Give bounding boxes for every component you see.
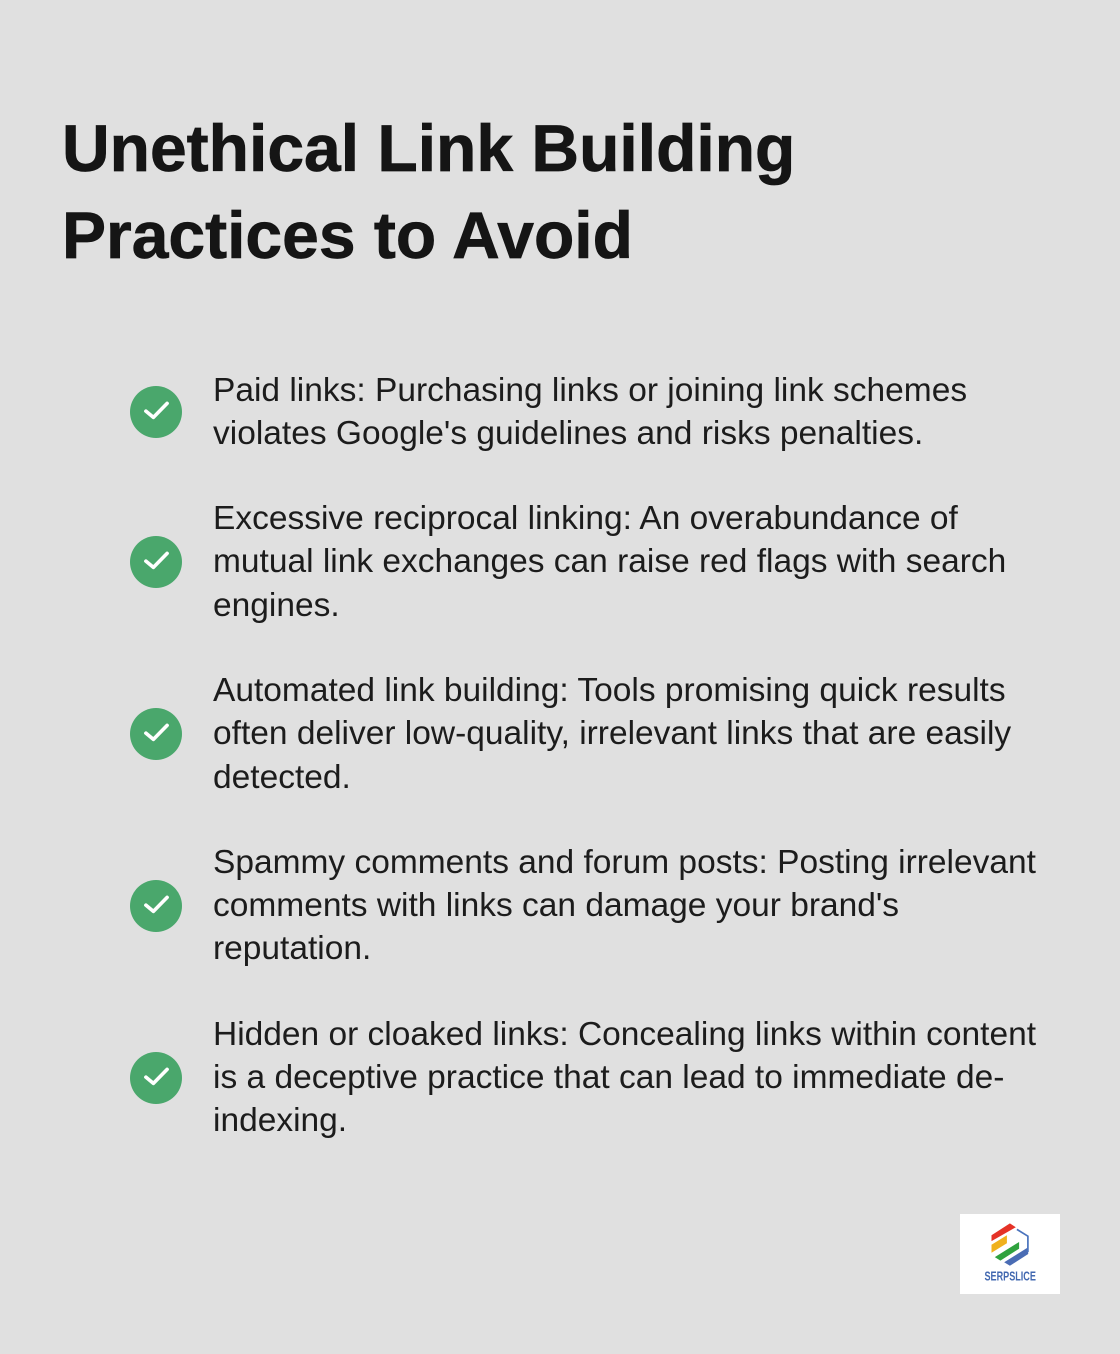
svg-text:SERPSLICE: SERPSLICE bbox=[985, 1269, 1037, 1284]
